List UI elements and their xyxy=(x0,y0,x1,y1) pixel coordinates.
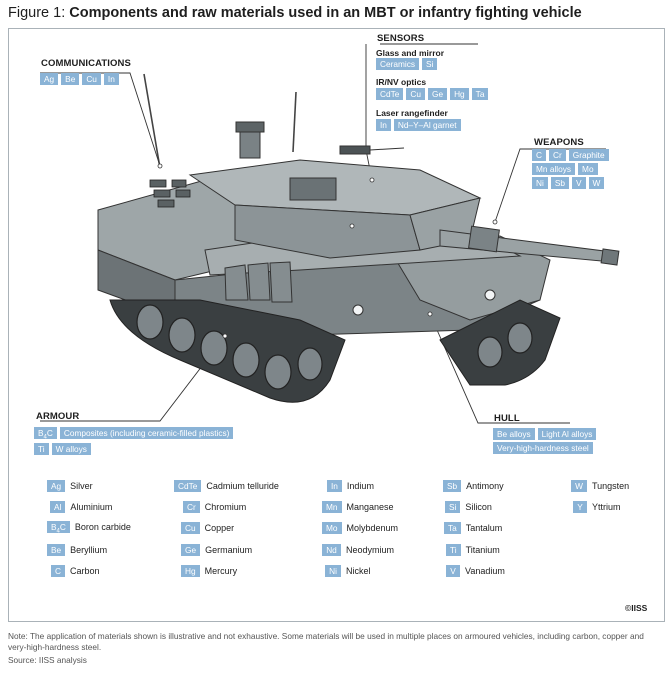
weapons-row-3: Ni Sb V W xyxy=(532,177,605,189)
sensors-glass-chips: Ceramics Si xyxy=(376,58,438,70)
figure-heading: Components and raw materials used in an … xyxy=(69,5,582,21)
chip-ag: Ag xyxy=(40,73,59,85)
chip-in: In xyxy=(103,73,119,85)
armour-row-1: B4C Composites (including ceramic-filled… xyxy=(34,427,234,441)
weapons-row-2: Mn alloys Mo xyxy=(532,163,598,175)
chip-w-alloys: W alloys xyxy=(51,443,91,455)
sight-head xyxy=(235,121,265,133)
hull-row-1: Be alloys Light Al alloys xyxy=(493,428,597,440)
chip-ni: Ni xyxy=(532,177,548,189)
sensors-heading: SENSORS xyxy=(377,33,425,44)
chip-cu: Cu xyxy=(82,73,101,85)
chip-graphite: Graphite xyxy=(568,149,609,161)
chip-hg: Hg xyxy=(450,88,469,100)
communications-heading: COMMUNICATIONS xyxy=(41,58,131,69)
figure-note: Note: The application of materials shown… xyxy=(8,631,644,652)
chip-ti: Ti xyxy=(34,443,49,455)
sensors-laser-chips: In Nd–Y–Al garnet xyxy=(376,119,461,131)
chip-ta: Ta xyxy=(471,88,489,100)
chip-cr: Cr xyxy=(549,149,566,161)
chip-in: In xyxy=(376,119,391,131)
chip-ge: Ge xyxy=(427,88,448,100)
weapons-heading: WEAPONS xyxy=(534,137,584,148)
armour-heading: ARMOUR xyxy=(36,411,80,422)
smoke-launchers xyxy=(149,179,191,208)
sensors-glass-label: Glass and mirror xyxy=(376,48,445,58)
leader-dots xyxy=(157,163,498,339)
tank-antennas xyxy=(143,73,297,169)
copyright-mark: ©IISS xyxy=(625,603,648,613)
roof-machine-gun xyxy=(339,145,405,155)
communications-chips: Ag Be Cu In xyxy=(40,73,119,85)
armour-row-2: Ti W alloys xyxy=(34,443,91,455)
chip-ceramics: Ceramics xyxy=(376,58,420,70)
sensors-ir-label: IR/NV optics xyxy=(376,77,427,87)
gunner-sight-box xyxy=(289,177,337,201)
chip-mn-alloys: Mn alloys xyxy=(532,163,576,175)
turret-side xyxy=(234,204,421,259)
sensors-laser-label: Laser rangefinder xyxy=(376,108,448,118)
chip-sb: Sb xyxy=(550,177,569,189)
chip-boron-carbide: B4C xyxy=(34,427,57,441)
chip-cdte: CdTe xyxy=(376,88,404,100)
chip-w: W xyxy=(588,177,605,189)
side-skirts xyxy=(224,261,293,303)
chip-very-high-hardness-steel: Very-high-hardness steel xyxy=(493,442,593,454)
main-gun xyxy=(439,225,620,266)
weapons-row-1: C Cr Graphite xyxy=(532,149,609,161)
chip-mo: Mo xyxy=(578,163,598,175)
hull-heading: HULL xyxy=(494,413,520,424)
headlights xyxy=(352,289,496,316)
chip-v: V xyxy=(572,177,586,189)
chip-be: Be xyxy=(61,73,80,85)
hull-row-2: Very-high-hardness steel xyxy=(493,442,593,454)
figure-source: Source: IISS analysis xyxy=(8,655,87,665)
chip-light-al-alloys: Light Al alloys xyxy=(537,428,597,440)
chip-be-alloys: Be alloys xyxy=(493,428,535,440)
chip-cu: Cu xyxy=(406,88,425,100)
chip-si: Si xyxy=(422,58,438,70)
chip-c: C xyxy=(532,149,546,161)
chip-composites: Composites (including ceramic-filled pla… xyxy=(59,427,234,439)
road-wheels xyxy=(136,304,533,390)
figure-title: Figure 1: Components and raw materials u… xyxy=(8,5,582,21)
chip-nd-y-al-garnet: Nd–Y–Al garnet xyxy=(393,119,461,131)
figure-number: Figure 1: xyxy=(8,5,66,21)
sensors-ir-chips: CdTe Cu Ge Hg Ta xyxy=(376,88,489,100)
